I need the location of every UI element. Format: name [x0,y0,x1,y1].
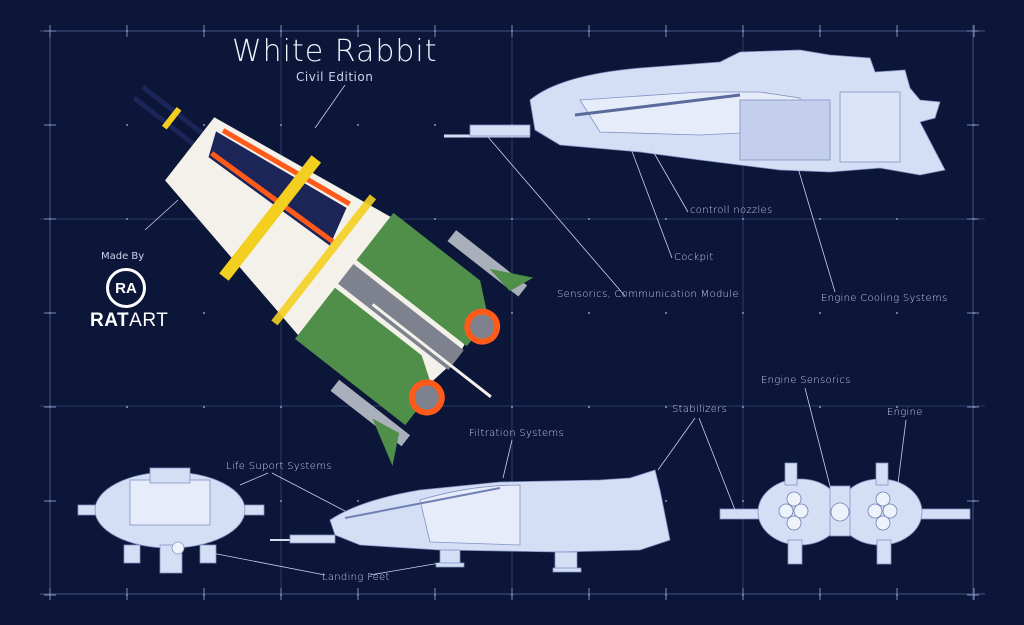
callout-stabilizers: Stabilizers [672,404,728,415]
page-title: White Rabbit [232,34,438,69]
main-ship-render [132,84,534,466]
callout-engine: Engine [887,407,923,418]
callout-cockpit: Cockpit [674,252,714,263]
callout-sensorics-module: Sensorics, Communication Module [557,289,739,300]
ratart-logo-icon: RA [106,268,146,308]
logo-monogram: RA [115,279,137,297]
rear-view-ship [719,462,971,565]
front-view-ship [77,467,265,574]
callout-engine-sensorics: Engine Sensorics [761,375,851,386]
callout-leaders [144,84,907,576]
logo-text-regular: ART [129,310,169,331]
callout-controll-nozzles: controll nozzles [690,205,773,216]
side-view-ship-bottom [270,469,671,573]
callout-life-support: Life Suport Systems [226,461,332,472]
callout-engine-cooling: Engine Cooling Systems [821,293,948,304]
callout-landing-feet: Landing Feet [322,572,390,583]
logo-text-bold: RAT [90,310,130,331]
made-by-label: Made By [101,251,145,262]
side-view-ship-top [444,49,946,176]
page-subtitle: Civil Edition [296,70,374,84]
ratart-wordmark: RATART [90,310,168,332]
callout-filtration: Filtration Systems [469,428,564,439]
